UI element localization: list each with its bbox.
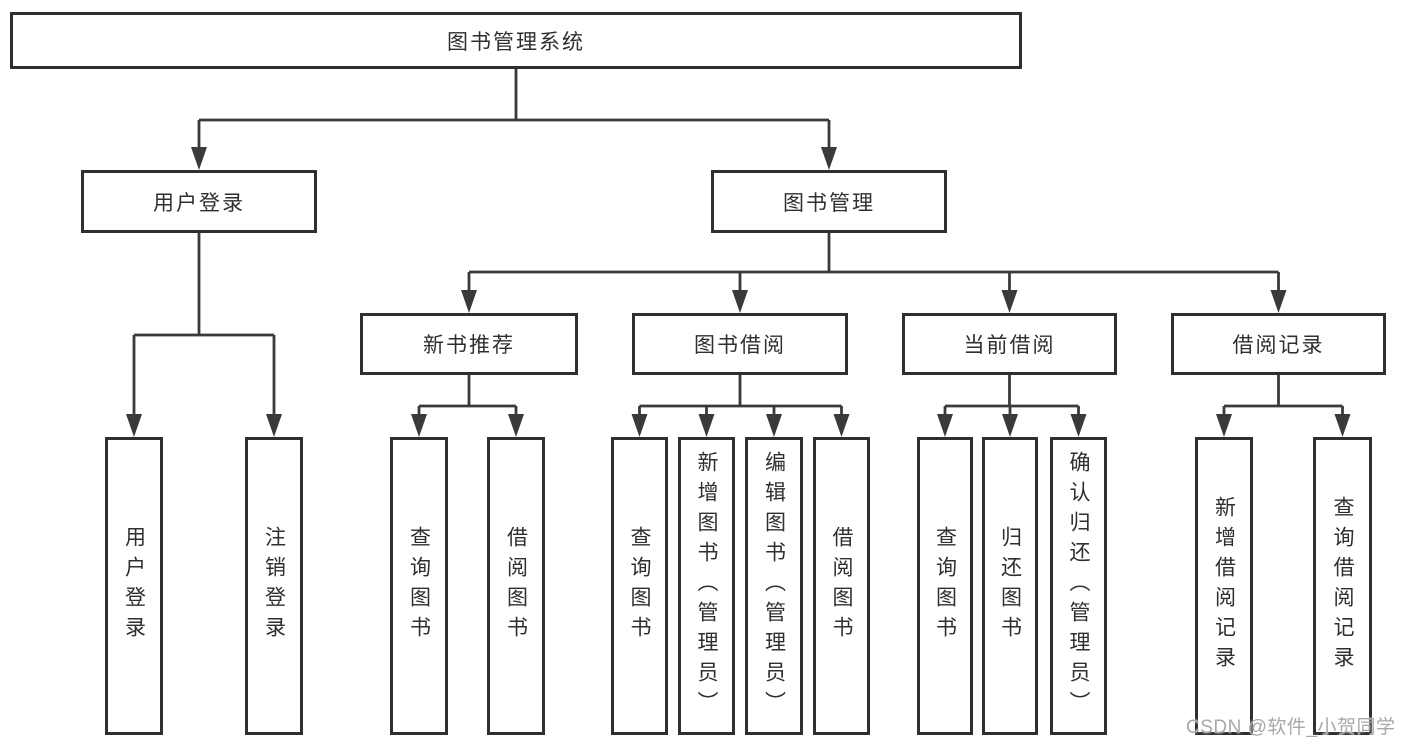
csdn-watermark: CSDN @软件_小贺同学 — [1186, 717, 1396, 738]
leaf-nb-borrow-books-label: 借阅图书 — [504, 526, 528, 646]
arrow-down-icon — [1002, 414, 1018, 437]
leaf-logout: 注销登录 — [245, 437, 303, 735]
leaf-bb-add-books-admin-label: 新增图书（管理员） — [695, 451, 718, 721]
leaf-br-add-record: 新增借阅记录 — [1195, 437, 1253, 735]
arrow-down-icon — [1334, 414, 1351, 437]
node-new-book-recommend-label: 新书推荐 — [423, 334, 515, 357]
arrow-down-icon — [266, 414, 282, 437]
arrow-down-icon — [631, 414, 648, 437]
leaf-nb-query-books: 查询图书 — [390, 437, 448, 735]
arrow-down-icon — [698, 414, 715, 437]
leaf-bb-edit-books-admin: 编辑图书（管理员） — [745, 437, 803, 735]
node-book-management-label: 图书管理 — [783, 191, 875, 215]
leaf-br-query-record-label: 查询借阅记录 — [1331, 496, 1354, 676]
leaf-br-query-record: 查询借阅记录 — [1313, 437, 1372, 735]
connector-new-books-to-leaves — [417, 375, 518, 416]
leaf-user-login: 用户登录 — [105, 437, 163, 735]
connector-book-borrow-to-leaves — [638, 375, 843, 416]
arrow-down-icon — [821, 147, 837, 170]
leaf-bb-query-books: 查询图书 — [611, 437, 668, 735]
arrow-down-icon — [833, 414, 850, 437]
arrow-down-icon — [461, 290, 477, 313]
arrow-down-icon — [1070, 414, 1087, 437]
leaf-cb-confirm-return-admin: 确认归还（管理员） — [1050, 437, 1107, 735]
arrow-down-icon — [1216, 414, 1232, 437]
leaf-cb-return-books-label: 归还图书 — [998, 526, 1022, 646]
arrow-down-icon — [508, 414, 524, 437]
node-user-login: 用户登录 — [81, 170, 317, 233]
leaf-nb-borrow-books: 借阅图书 — [487, 437, 545, 735]
connector-borrow-records-to-leaves — [1222, 375, 1344, 416]
arrow-down-icon — [732, 290, 748, 313]
arrow-down-icon — [1270, 290, 1287, 313]
node-book-borrow-label: 图书借阅 — [694, 334, 786, 357]
node-borrow-records: 借阅记录 — [1171, 313, 1386, 375]
leaf-br-add-record-label: 新增借阅记录 — [1212, 496, 1236, 676]
leaf-bb-edit-books-admin-label: 编辑图书（管理员） — [762, 451, 786, 721]
arrow-down-icon — [191, 147, 207, 170]
node-root-system-label: 图书管理系统 — [447, 30, 585, 54]
arrowheads — [126, 147, 1351, 437]
node-new-book-recommend: 新书推荐 — [360, 313, 578, 375]
leaf-bb-borrow-books-label: 借阅图书 — [830, 526, 853, 646]
leaf-nb-query-books-label: 查询图书 — [407, 526, 431, 646]
arrow-down-icon — [411, 414, 427, 437]
leaf-user-login-label: 用户登录 — [122, 526, 146, 646]
arrow-down-icon — [1001, 290, 1018, 313]
arrow-down-icon — [126, 414, 142, 437]
connector-current-borrow-to-leaves — [943, 375, 1080, 416]
leaf-cb-query-books-label: 查询图书 — [933, 526, 957, 646]
arrow-down-icon — [937, 414, 953, 437]
node-user-login-label: 用户登录 — [153, 191, 245, 215]
node-current-borrow: 当前借阅 — [902, 313, 1117, 375]
node-borrow-records-label: 借阅记录 — [1232, 334, 1325, 357]
leaf-logout-label: 注销登录 — [262, 526, 286, 646]
connector-user-login-to-leaves — [132, 233, 276, 416]
leaf-bb-borrow-books: 借阅图书 — [813, 437, 870, 735]
node-root-system: 图书管理系统 — [10, 12, 1022, 69]
leaf-bb-query-books-label: 查询图书 — [628, 526, 651, 646]
connector-book-mgmt-to-level3 — [467, 233, 1280, 292]
connector-root-to-level2 — [197, 69, 831, 149]
node-current-borrow-label: 当前借阅 — [963, 334, 1056, 357]
leaf-cb-confirm-return-admin-label: 确认归还（管理员） — [1067, 451, 1090, 721]
leaf-cb-query-books: 查询图书 — [917, 437, 973, 735]
node-book-borrow: 图书借阅 — [632, 313, 848, 375]
leaf-cb-return-books: 归还图书 — [982, 437, 1038, 735]
leaf-bb-add-books-admin: 新增图书（管理员） — [678, 437, 735, 735]
node-book-management: 图书管理 — [711, 170, 947, 233]
arrow-down-icon — [766, 414, 782, 437]
